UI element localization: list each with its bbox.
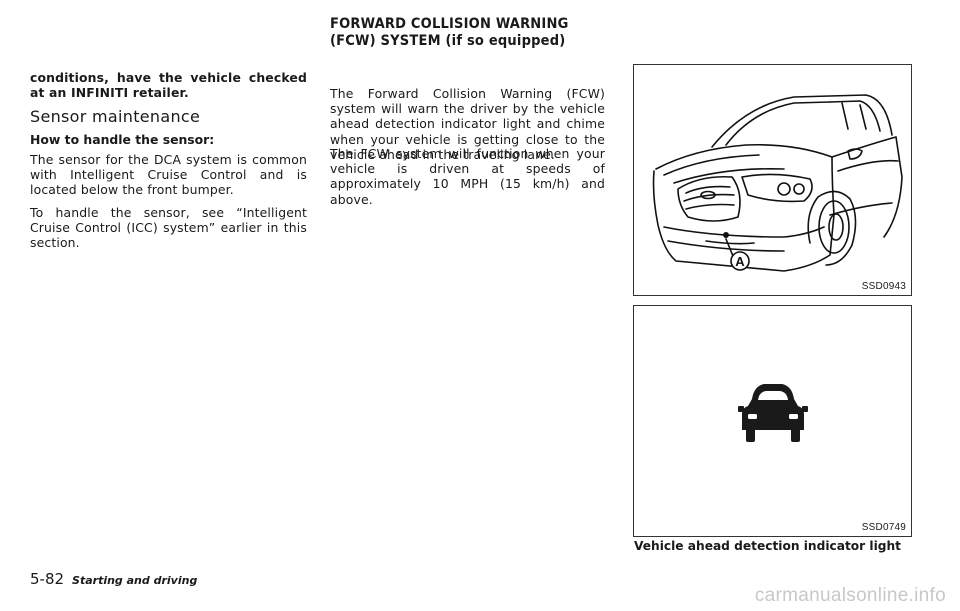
vehicle-ahead-indicator-icon	[738, 384, 808, 442]
subheading: How to handle the sensor:	[30, 132, 215, 147]
paragraph: The FCW system will function when your v…	[330, 146, 605, 207]
paragraph: To handle the sensor, see “Intelligent C…	[30, 205, 307, 251]
paragraph: The sensor for the DCA system is common …	[30, 152, 307, 198]
figure-indicator-light: SSD0749	[633, 305, 912, 537]
figure-code: SSD0749	[861, 522, 906, 533]
section-title: Sensor maintenance	[30, 107, 201, 126]
footer-section-name: Starting and driving	[72, 574, 198, 587]
fcw-heading-text: FORWARD COLLISION WARNING (FCW) SYSTEM (…	[330, 16, 569, 49]
car-front-illustration: A	[652, 94, 903, 272]
paragraph: The Forward Collision Warning (FCW) syst…	[330, 86, 605, 162]
page-footer: 5-82 Starting and driving	[30, 569, 197, 588]
page-number: 5-82	[30, 570, 65, 588]
callout-a-label: A	[735, 254, 745, 269]
watermark: carmanualsonline.info	[754, 585, 946, 606]
fcw-heading: FORWARD COLLISION WARNING (FCW) SYSTEM (…	[330, 16, 610, 50]
lead-text: conditions, have the vehicle checked at …	[30, 70, 307, 101]
figure-car-sensor: A SSD0943	[633, 64, 912, 296]
figure-code: SSD0943	[861, 281, 906, 292]
figure-caption: Vehicle ahead detection indicator light	[634, 539, 901, 553]
